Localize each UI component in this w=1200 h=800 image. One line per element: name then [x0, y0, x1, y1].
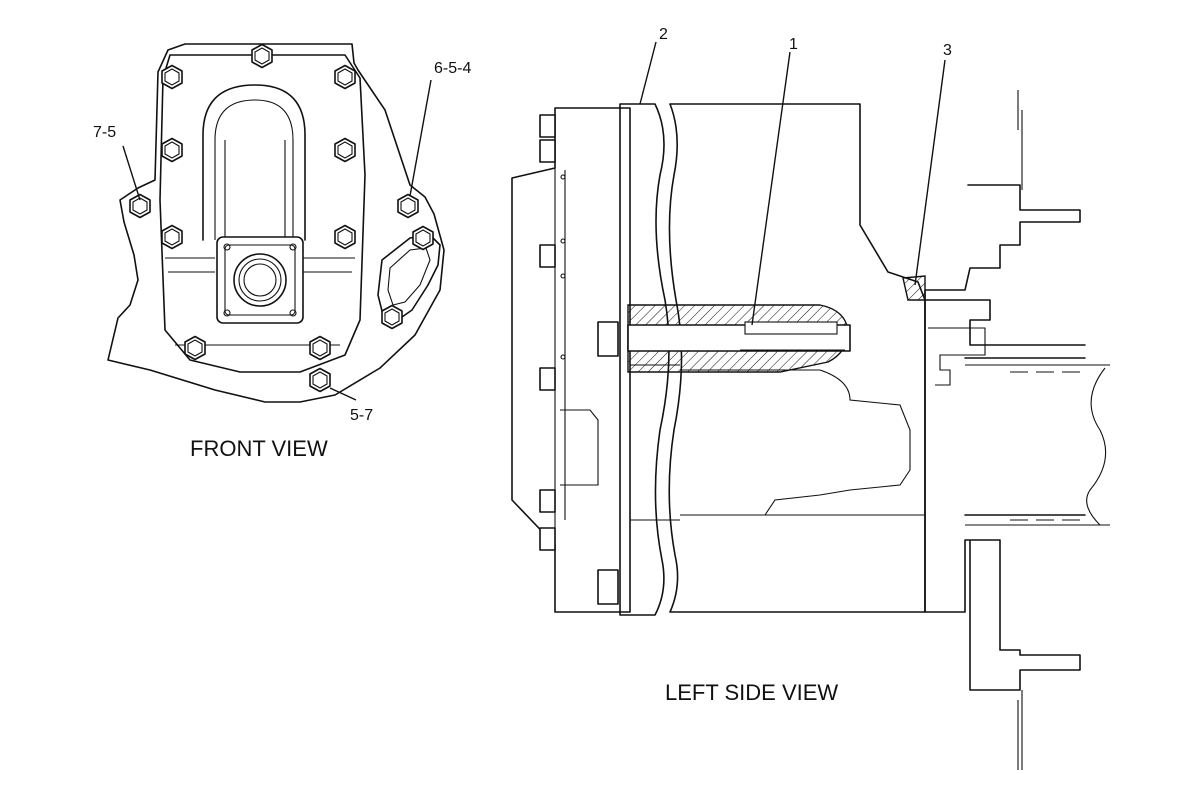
callout-3: 3 [943, 42, 952, 59]
side-output-flange [924, 184, 1081, 691]
callout-6-5-4: 6-5-4 [434, 60, 471, 77]
side-main-housing [668, 103, 926, 613]
left-side-view-title: LEFT SIDE VIEW [665, 680, 838, 705]
front-cover-plate [159, 54, 366, 373]
callout-5-7: 5-7 [350, 407, 373, 424]
left-side-view-drawing [511, 41, 1110, 770]
front-bolt-heads [129, 43, 434, 393]
front-view-title: FRONT VIEW [190, 436, 328, 461]
front-arched-port [202, 84, 306, 241]
callout-2: 2 [659, 26, 668, 43]
front-view-drawing [107, 43, 445, 403]
side-tapered-plug [902, 275, 926, 301]
side-rear-cover [511, 107, 631, 613]
side-bolt-heads [539, 114, 619, 605]
front-housing-outline [107, 43, 445, 403]
callout-7-5: 7-5 [93, 124, 116, 141]
callout-1: 1 [789, 36, 798, 53]
